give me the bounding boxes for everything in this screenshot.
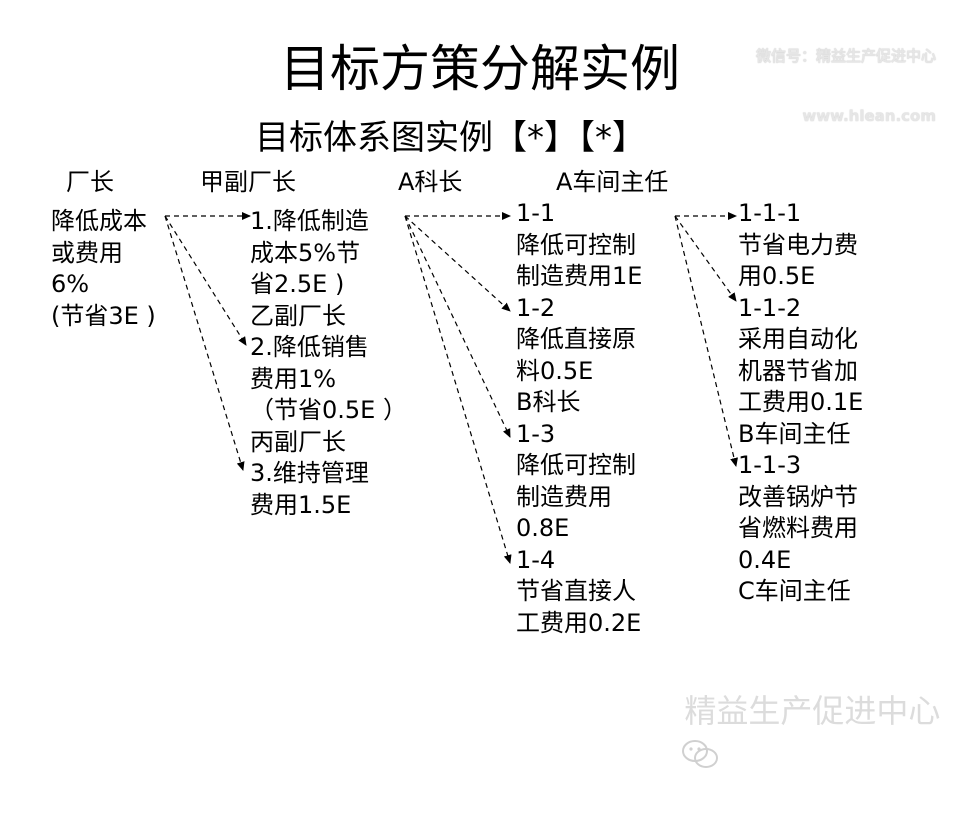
col2-line: 丙副厂长 (250, 427, 346, 456)
col4-line: 节省电力费 (738, 230, 858, 259)
watermark-top: 微信号：精益生产促进中心 www.hlean.com (756, 6, 936, 146)
col1-line: (节省3E ) (51, 301, 156, 330)
level2-nodes: 1.降低制造成本5%节省2.5E ) 乙副厂长 2.降低销售费用1% （节省0.5E … (250, 206, 407, 521)
wechat-logo-icon (640, 698, 719, 768)
connector-arrow (674, 215, 737, 302)
col4-line: 工费用0.1E (738, 388, 864, 416)
col3-line: 0.8E (516, 514, 570, 542)
watermark-bottom-text: 精益生产促进中心 (684, 692, 941, 730)
col2-line: 省2.5E ) (250, 270, 345, 298)
col2-line: 1.降低制造 (250, 207, 369, 235)
header-factory-director: 厂长 (66, 168, 114, 196)
col4-line: 改善锅炉节 (738, 482, 858, 511)
level4-nodes: 1-1-1 节省电力费用0.5E 1-1-2 采用自动化机器节省加工费用0.1E B车间… (738, 198, 863, 608)
col1-line: 或费用 (51, 238, 123, 267)
col3-line: 制造费用 (516, 482, 612, 511)
col3-line: 节省直接人 (516, 577, 636, 605)
col3-line: 料0.5E (516, 356, 594, 385)
col3-line: 1-2 (516, 293, 556, 322)
col3-line: 降低直接原 (516, 325, 636, 353)
connector-arrow (164, 215, 245, 471)
col4-line: 1-1-3 (738, 451, 802, 479)
col4-line: B车间主任 (738, 419, 851, 448)
watermark-bottom: 精益生产促进中心 (620, 651, 941, 768)
col1-line: 6% (51, 270, 90, 298)
col2-line: 费用1% (250, 364, 337, 393)
col4-line: 0.4E (738, 545, 792, 574)
header-workshop-director-a: A车间主任 (556, 168, 669, 196)
col3-line: 1-1 (516, 199, 556, 227)
col2-line: 3.维持管理 (250, 459, 369, 487)
col3-line: 降低可控制 (516, 451, 636, 479)
col2-line: 费用1.5E (250, 490, 352, 519)
col4-line: 1-1-1 (738, 199, 802, 227)
page-title: 目标方策分解实例 (280, 40, 680, 98)
connector-arrow (404, 215, 511, 438)
connector-arrows (164, 212, 738, 564)
col3-line: 1-3 (516, 419, 556, 448)
col3-line: 1-4 (516, 545, 556, 574)
col4-line: 机器节省加 (738, 356, 858, 385)
col4-line: 用0.5E (738, 262, 816, 290)
connector-arrow (674, 215, 738, 467)
level1-node: 降低成本或费用 6% (节省3E ) (51, 206, 156, 332)
header-section-chief-a: A科长 (398, 168, 463, 196)
col4-line: 省燃料费用 (738, 514, 858, 542)
connector-arrow (404, 215, 512, 564)
col3-line: 制造费用1E (516, 262, 643, 290)
watermark-url: www.hlean.com (802, 107, 936, 125)
col2-line: 2.降低销售 (250, 333, 369, 361)
connector-arrow (404, 215, 511, 312)
col4-line: 1-1-2 (738, 293, 802, 322)
col2-line: 成本5%节 (250, 238, 361, 267)
subtitle: 目标体系图实例【*】【*】 (255, 118, 646, 158)
col2-line: （节省0.5E ） (250, 396, 407, 424)
watermark-wechat-id: 微信号：精益生产促进中心 (755, 47, 936, 65)
header-deputy-director-a: 甲副厂长 (200, 168, 296, 196)
col2-line: 乙副厂长 (250, 301, 346, 330)
col4-line: C车间主任 (738, 577, 851, 605)
col3-line: 工费用0.2E (516, 608, 642, 637)
col3-line: 降低可控制 (516, 230, 636, 259)
col3-line: B科长 (516, 388, 581, 416)
col4-line: 采用自动化 (738, 325, 858, 353)
col1-line: 降低成本 (51, 207, 147, 235)
connector-arrow (164, 215, 247, 346)
